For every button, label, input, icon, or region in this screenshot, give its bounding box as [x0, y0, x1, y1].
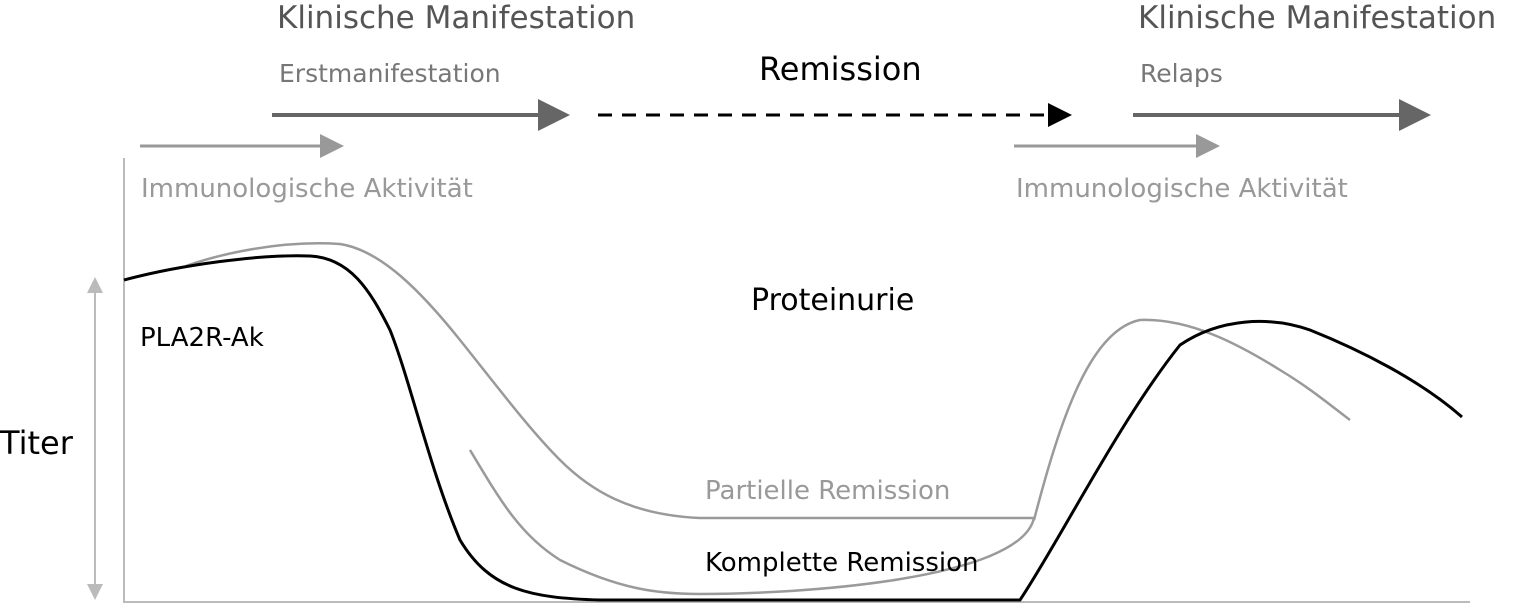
remission-heading: Remission	[759, 50, 922, 88]
antibody-curve	[123, 254, 1463, 602]
relapse-manifestation-subheading: Relaps	[1140, 59, 1223, 88]
titer-label: Titer	[0, 424, 74, 462]
first-manifestation-subheading: Erstmanifestation	[279, 59, 501, 88]
activity-label-relapse: Immunologische Aktivität	[1016, 174, 1348, 204]
activity-label-first: Immunologische Aktivität	[141, 174, 473, 204]
antibody-label: PLA2R-Ak	[140, 323, 264, 353]
partial-remission-label: Partielle Remission	[705, 476, 950, 506]
complete-remission-label: Komplette Remission	[705, 548, 979, 578]
first-manifestation-heading: Klinische Manifestation	[277, 0, 635, 36]
proteinuria-label: Proteinurie	[751, 283, 914, 318]
proteinuria-curve-relapse	[1032, 318, 1351, 521]
proteinuria-curve	[185, 242, 1036, 596]
relapse-manifestation-heading: Klinische Manifestation	[1138, 0, 1496, 36]
